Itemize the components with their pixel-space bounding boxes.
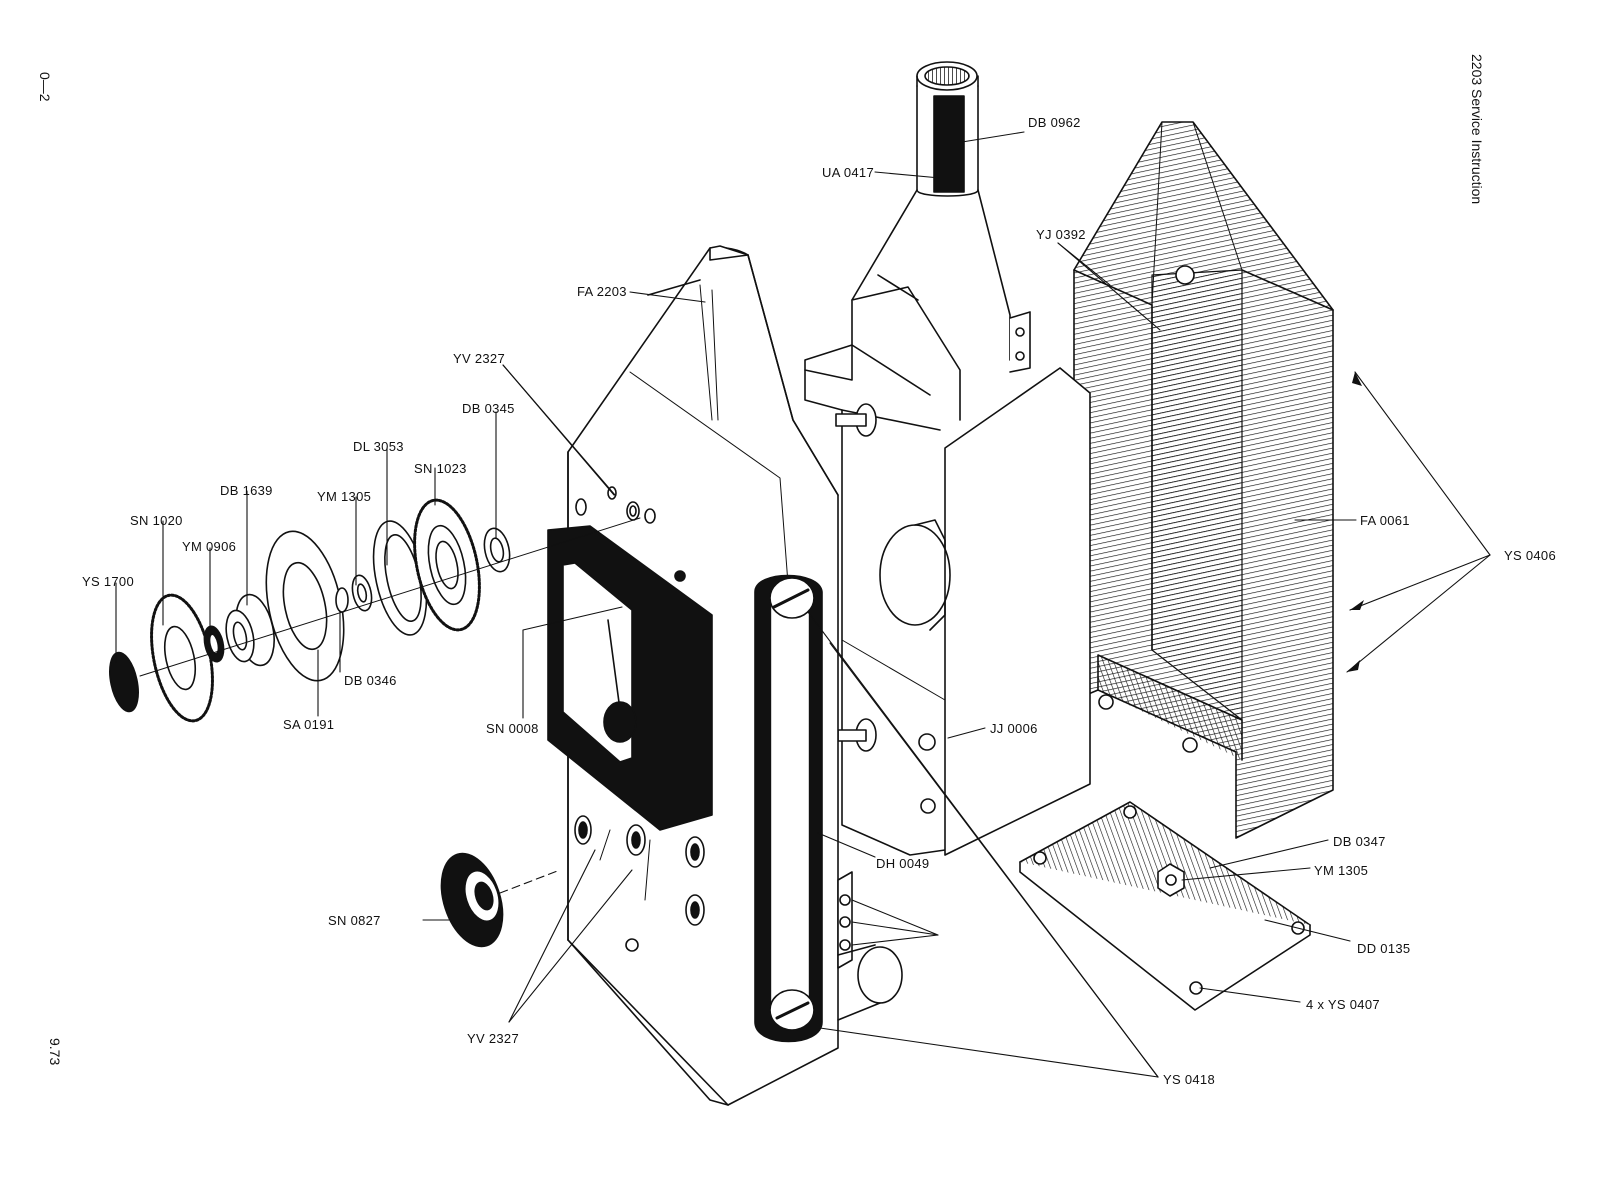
label-sa0191: SA 0191 xyxy=(283,718,334,731)
label-dd0135: DD 0135 xyxy=(1357,942,1410,955)
label-db1639: DB 1639 xyxy=(220,484,273,497)
label-ym1305-left: YM 1305 xyxy=(317,490,371,503)
label-fa2203: FA 2203 xyxy=(577,285,627,298)
label-sn0008: SN 0008 xyxy=(486,722,539,735)
label-ys0406: YS 0406 xyxy=(1504,549,1556,562)
rear-cover-fa0061 xyxy=(1074,122,1333,838)
label-db0347: DB 0347 xyxy=(1333,835,1386,848)
base-plate-dd0135 xyxy=(1020,802,1310,1010)
label-jj0006: JJ 0006 xyxy=(990,722,1038,735)
label-dh0049: DH 0049 xyxy=(876,857,929,870)
label-sn0827: SN 0827 xyxy=(328,914,381,927)
label-db0962: DB 0962 xyxy=(1028,116,1081,129)
label-yj0392: YJ 0392 xyxy=(1036,228,1086,241)
label-ys0418: YS 0418 xyxy=(1163,1073,1215,1086)
label-dl3053: DL 3053 xyxy=(353,440,404,453)
label-ym0906: YM 0906 xyxy=(182,540,236,553)
label-db0346: DB 0346 xyxy=(344,674,397,687)
label-sn1023: SN 1023 xyxy=(414,462,467,475)
label-yv2327-top: YV 2327 xyxy=(453,352,505,365)
label-ys1700: YS 1700 xyxy=(82,575,134,588)
label-sn1020: SN 1020 xyxy=(130,514,183,527)
label-yv2327-bottom: YV 2327 xyxy=(467,1032,519,1045)
label-ys0407: 4 x YS 0407 xyxy=(1306,998,1380,1011)
label-fa0061: FA 0061 xyxy=(1360,514,1410,527)
label-db0345: DB 0345 xyxy=(462,402,515,415)
label-ua0417: UA 0417 xyxy=(822,166,874,179)
knob-sn0827 xyxy=(431,846,514,955)
label-ym1305-right: YM 1305 xyxy=(1314,864,1368,877)
chassis-frame xyxy=(805,62,1090,855)
